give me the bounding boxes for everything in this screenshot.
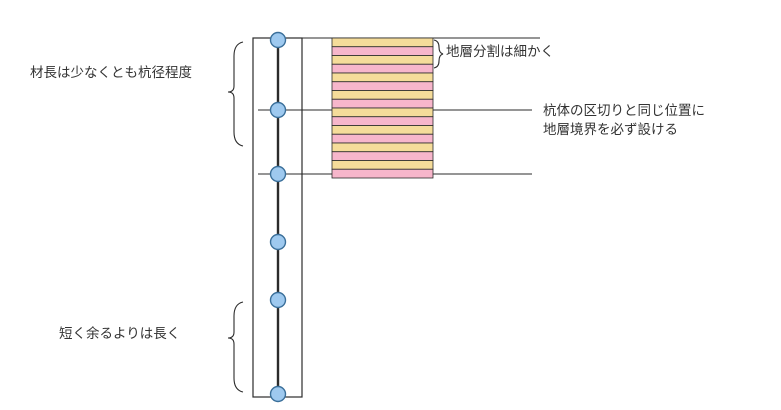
soil-layer bbox=[331, 168, 434, 179]
fine-layers-label: 地層分割は細かく bbox=[446, 44, 554, 60]
soil-layer bbox=[331, 63, 434, 74]
boundary-note-line1: 杭体の区切りと同じ位置に bbox=[543, 103, 705, 119]
pile-node bbox=[269, 291, 287, 309]
soil-layer bbox=[331, 46, 434, 56]
soil-layer bbox=[331, 98, 434, 109]
soil-layer bbox=[331, 72, 434, 83]
soil-layer bbox=[331, 151, 434, 161]
member-length-label: 材長は少なくとも杭径程度 bbox=[30, 65, 192, 81]
fine-layers-brace bbox=[433, 39, 444, 69]
soil-layer bbox=[331, 116, 434, 126]
soil-layer bbox=[331, 125, 434, 135]
bottom-length-brace bbox=[227, 301, 244, 393]
boundary-note-line2: 地層境界を必ず設ける bbox=[543, 122, 678, 138]
soil-layer bbox=[331, 142, 434, 153]
boundary-note: 杭体の区切りと同じ位置に 地層境界を必ず設ける bbox=[543, 102, 705, 140]
soil-layer bbox=[331, 55, 434, 65]
soil-layer bbox=[331, 107, 434, 118]
member-length-brace bbox=[227, 41, 244, 147]
pile-nodes bbox=[269, 31, 287, 403]
pile-node bbox=[269, 385, 287, 403]
soil-layer bbox=[331, 81, 434, 91]
soil-layer bbox=[331, 37, 434, 48]
pile-node bbox=[269, 233, 287, 251]
pile-node bbox=[269, 101, 287, 119]
soil-layers bbox=[331, 37, 434, 179]
long-not-short-label: 短く余るよりは長く bbox=[59, 326, 181, 342]
soil-layer bbox=[331, 133, 434, 144]
pile-node bbox=[269, 165, 287, 183]
pile-node bbox=[269, 31, 287, 49]
soil-layer bbox=[331, 90, 434, 100]
soil-layer bbox=[331, 160, 434, 170]
